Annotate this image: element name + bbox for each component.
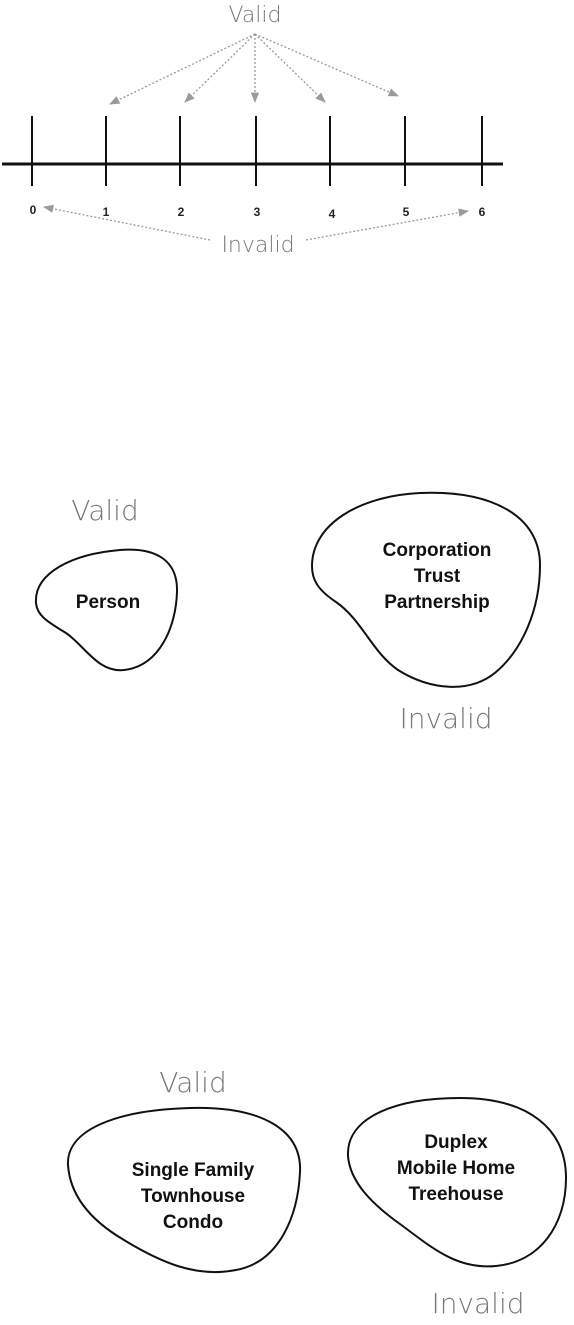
home-types-section: Valid Single Family Townhouse Condo Dupl… bbox=[66, 1066, 568, 1320]
valid-arrow-5 bbox=[254, 33, 399, 97]
valid-arrow-1 bbox=[109, 33, 256, 105]
invalid-party-blob bbox=[310, 491, 542, 688]
tick-label-0: 0 bbox=[30, 203, 37, 217]
party-invalid-label: Invalid bbox=[399, 702, 492, 735]
tick-label-1: 1 bbox=[103, 205, 110, 219]
valid-arrow-2 bbox=[184, 33, 256, 103]
party-valid-label: Valid bbox=[71, 494, 138, 527]
valid-party-item: Person bbox=[76, 592, 140, 613]
home-valid-label: Valid bbox=[159, 1066, 226, 1099]
number-line-ticks bbox=[31, 116, 483, 186]
invalid-arrow-right bbox=[305, 208, 470, 241]
invalid-home-item-1: Duplex bbox=[424, 1132, 488, 1153]
home-invalid-label: Invalid bbox=[431, 1287, 524, 1320]
valid-home-item-3: Condo bbox=[163, 1212, 223, 1233]
number-line-tick-labels: 0 1 2 3 4 5 6 bbox=[30, 203, 486, 221]
valid-home-item-1: Single Family bbox=[132, 1160, 255, 1181]
valid-party-blob bbox=[34, 548, 179, 672]
number-line-valid-label: Valid bbox=[228, 3, 281, 28]
invalid-home-item-2: Mobile Home bbox=[397, 1158, 515, 1179]
invalid-party-item-1: Corporation bbox=[383, 540, 492, 561]
invalid-home-blob bbox=[346, 1096, 568, 1268]
number-line-section: Valid 0 1 2 3 4 5 6 bbox=[2, 3, 503, 258]
invalid-arrows bbox=[42, 204, 470, 241]
tick-label-2: 2 bbox=[178, 205, 185, 219]
invalid-arrow-left bbox=[42, 204, 211, 241]
tick-label-5: 5 bbox=[403, 205, 410, 219]
number-line-invalid-label: Invalid bbox=[221, 233, 294, 258]
valid-arrow-4 bbox=[254, 33, 326, 103]
valid-home-blob bbox=[66, 1106, 302, 1274]
invalid-home-item-3: Treehouse bbox=[408, 1184, 503, 1205]
tick-label-3: 3 bbox=[254, 205, 261, 219]
valid-arrows bbox=[109, 33, 399, 105]
tick-label-6: 6 bbox=[479, 205, 486, 219]
tick-label-4: 4 bbox=[329, 207, 336, 221]
valid-home-item-2: Townhouse bbox=[141, 1186, 245, 1207]
invalid-party-item-3: Partnership bbox=[384, 592, 490, 613]
party-types-section: Valid Person Corporation Trust Partnersh… bbox=[34, 491, 542, 735]
invalid-party-item-2: Trust bbox=[414, 566, 461, 587]
